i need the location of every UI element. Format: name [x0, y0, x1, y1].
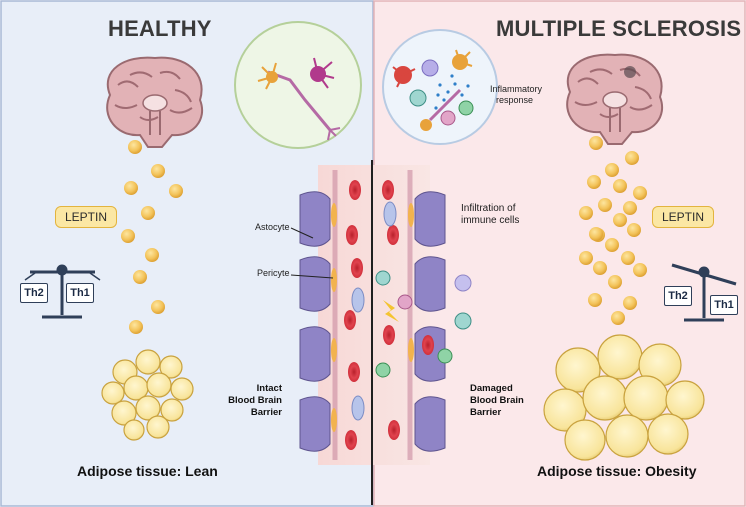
- ms-inflammation-inset: [382, 29, 498, 145]
- pericyte-label: Pericyte: [257, 268, 290, 278]
- ms-adipose-cells: [543, 334, 705, 461]
- ms-title: MULTIPLE SCLEROSIS: [496, 16, 742, 41]
- healthy-neuron-inset: [234, 21, 362, 149]
- astrocyte-label: Astocyte: [255, 222, 290, 232]
- healthy-th2-box: Th2: [20, 283, 48, 303]
- damaged-bbb-line1: Damaged: [470, 383, 513, 394]
- intact-bbb-line2: Blood Brain: [228, 395, 282, 406]
- intact-bbb-line1: Intact: [256, 383, 282, 394]
- healthy-th1-box: Th1: [66, 283, 94, 303]
- healthy-title: HEALTHY: [108, 16, 212, 41]
- blood-vessel: [299, 160, 446, 505]
- healthy-scale-icon: [24, 264, 101, 319]
- infiltrating-immune-cells: [437, 274, 472, 364]
- healthy-adipose-cells: [101, 349, 194, 441]
- damaged-bbb-line2: Blood Brain: [470, 395, 524, 406]
- intact-bbb-line3: Barrier: [250, 407, 282, 418]
- healthy-brain-icon: [106, 56, 203, 148]
- ms-adipose-caption: Adipose tissue: Obesity: [537, 463, 697, 479]
- ms-leptin-dots: [579, 136, 647, 325]
- ms-th1-box: Th1: [710, 295, 738, 315]
- infiltration-label-line1: Infiltration of: [461, 203, 516, 214]
- damaged-bbb-line3: Barrier: [470, 407, 502, 418]
- damaged-bbb-label: Damaged Blood Brain Barrier: [470, 383, 542, 419]
- intact-bbb-label: Intact Blood Brain Barrier: [210, 383, 282, 419]
- ms-th2-box: Th2: [664, 286, 692, 306]
- healthy-leptin-dots: [121, 140, 183, 334]
- healthy-leptin-tag: LEPTIN: [55, 206, 117, 228]
- healthy-adipose-caption: Adipose tissue: Lean: [77, 463, 218, 479]
- ms-scale-icon: [671, 263, 737, 322]
- infiltration-label-line2: immune cells: [461, 215, 520, 226]
- inflammatory-label-line1: Inflammatory: [490, 84, 543, 94]
- ms-leptin-tag: LEPTIN: [652, 206, 714, 228]
- ms-brain-icon: [566, 53, 663, 145]
- inflammatory-label-line2: response: [496, 95, 534, 105]
